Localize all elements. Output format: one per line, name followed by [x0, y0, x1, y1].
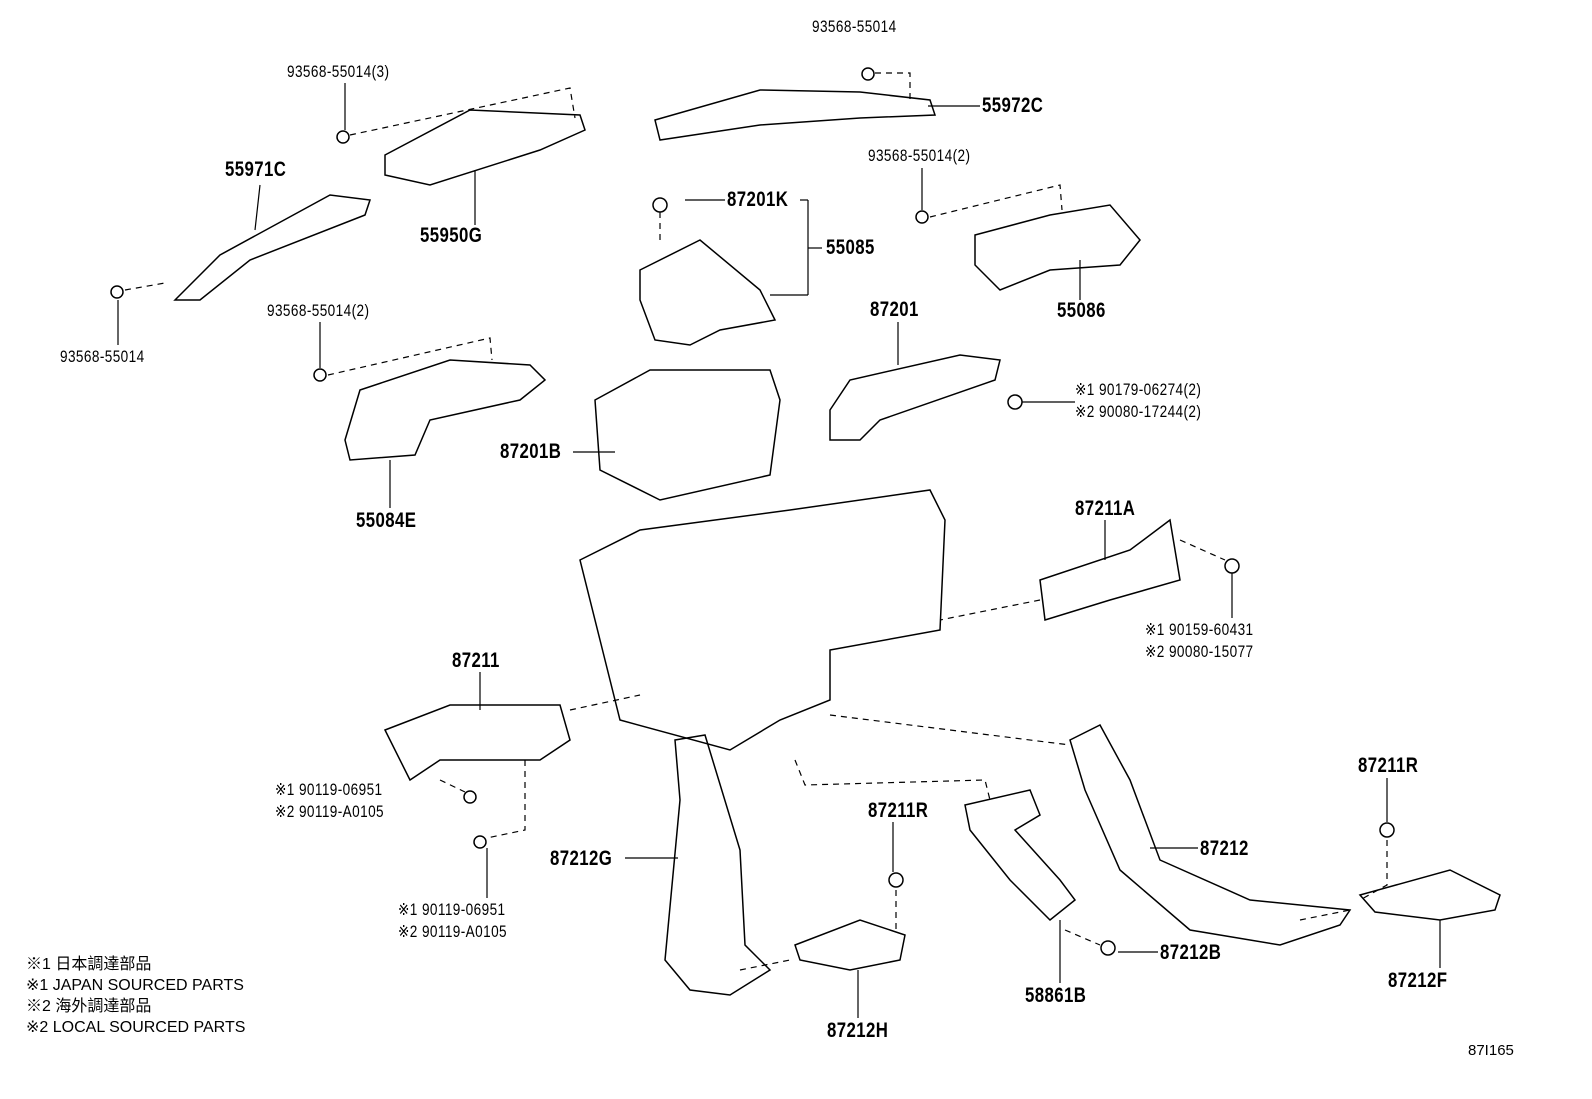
dashed-lines: [124, 72, 1388, 971]
part-label-93568-55014-top: 93568-55014: [812, 17, 897, 36]
legend-line: ※2 LOCAL SOURCED PARTS: [26, 1019, 246, 1036]
duct-58861B: [964, 789, 1077, 922]
legend-line: ※2 海外調達部品: [26, 998, 152, 1015]
figure-id: 87I165: [1468, 1042, 1514, 1059]
duct-87212: [1069, 724, 1352, 946]
fasteners: [110, 67, 1395, 956]
callout-87211-fasteners-b: ※1 90119-06951 ※2 90119-A0105: [398, 899, 507, 943]
part-label-55950G: 55950G: [420, 224, 483, 247]
duct-87212F: [1358, 869, 1501, 921]
part-label-87212G: 87212G: [550, 847, 613, 870]
part-label-93568-55014-3: 93568-55014(3): [287, 62, 390, 81]
part-label-93568-55014-2-left: 93568-55014(2): [267, 301, 370, 320]
part-label-55972C: 55972C: [982, 94, 1044, 117]
duct-87211A: [1039, 518, 1181, 621]
part-label-55084E: 55084E: [356, 509, 417, 532]
part-label-87211A: 87211A: [1075, 497, 1136, 520]
part-label-87211: 87211: [452, 649, 500, 672]
heater-unit: [579, 489, 946, 751]
duct-55084E: [344, 359, 547, 461]
duct-87211: [383, 704, 571, 782]
callout-line: ※1 90119-06951: [398, 900, 506, 919]
part-label-87201: 87201: [870, 298, 919, 321]
callout-line: ※2 90080-15077: [1145, 642, 1254, 661]
part-label-55085: 55085: [826, 236, 875, 259]
leader-lines: [117, 83, 1441, 1018]
duct-87212G: [664, 734, 772, 996]
duct-55971C: [173, 194, 372, 301]
legend-line: ※1 日本調達部品: [26, 956, 152, 973]
sourcing-legend: ※1 日本調達部品 ※1 JAPAN SOURCED PARTS ※2 海外調達…: [26, 954, 245, 1038]
callout-line: ※2 90119-A0105: [275, 802, 385, 821]
part-label-87212F: 87212F: [1388, 969, 1448, 992]
callout-line: ※2 90119-A0105: [398, 922, 508, 941]
callout-line: ※1 90119-06951: [275, 780, 383, 799]
callout-87211A-fasteners: ※1 90159-60431 ※2 90080-15077: [1145, 619, 1254, 663]
part-label-87212B: 87212B: [1160, 941, 1222, 964]
part-label-87201B: 87201B: [500, 440, 562, 463]
part-label-87212H: 87212H: [827, 1019, 889, 1042]
part-label-58861B: 58861B: [1025, 984, 1087, 1007]
duct-87212H: [794, 919, 906, 971]
part-label-87212: 87212: [1200, 837, 1249, 860]
duct-55086: [974, 204, 1141, 291]
duct-87201B: [594, 369, 781, 501]
duct-55950G: [384, 109, 586, 186]
callout-line: ※1 90179-06274(2): [1075, 380, 1202, 399]
part-label-93568-55014-left: 93568-55014: [60, 347, 145, 366]
part-label-55971C: 55971C: [225, 158, 287, 181]
part-label-55086: 55086: [1057, 299, 1106, 322]
callout-87211-fasteners-a: ※1 90119-06951 ※2 90119-A0105: [275, 779, 384, 823]
duct-55972C: [654, 89, 937, 141]
part-label-87201K: 87201K: [727, 188, 789, 211]
part-label-93568-55014-2-right: 93568-55014(2): [868, 146, 971, 165]
part-label-87211R-right: 87211R: [1358, 754, 1419, 777]
callout-line: ※1 90159-60431: [1145, 620, 1254, 639]
legend-line: ※1 JAPAN SOURCED PARTS: [26, 977, 244, 994]
duct-87201: [829, 354, 1001, 441]
register-55085: [639, 239, 777, 346]
callout-line: ※2 90080-17244(2): [1075, 402, 1202, 421]
callout-87201-fasteners: ※1 90179-06274(2) ※2 90080-17244(2): [1075, 379, 1201, 423]
part-label-87211R-mid: 87211R: [868, 799, 929, 822]
